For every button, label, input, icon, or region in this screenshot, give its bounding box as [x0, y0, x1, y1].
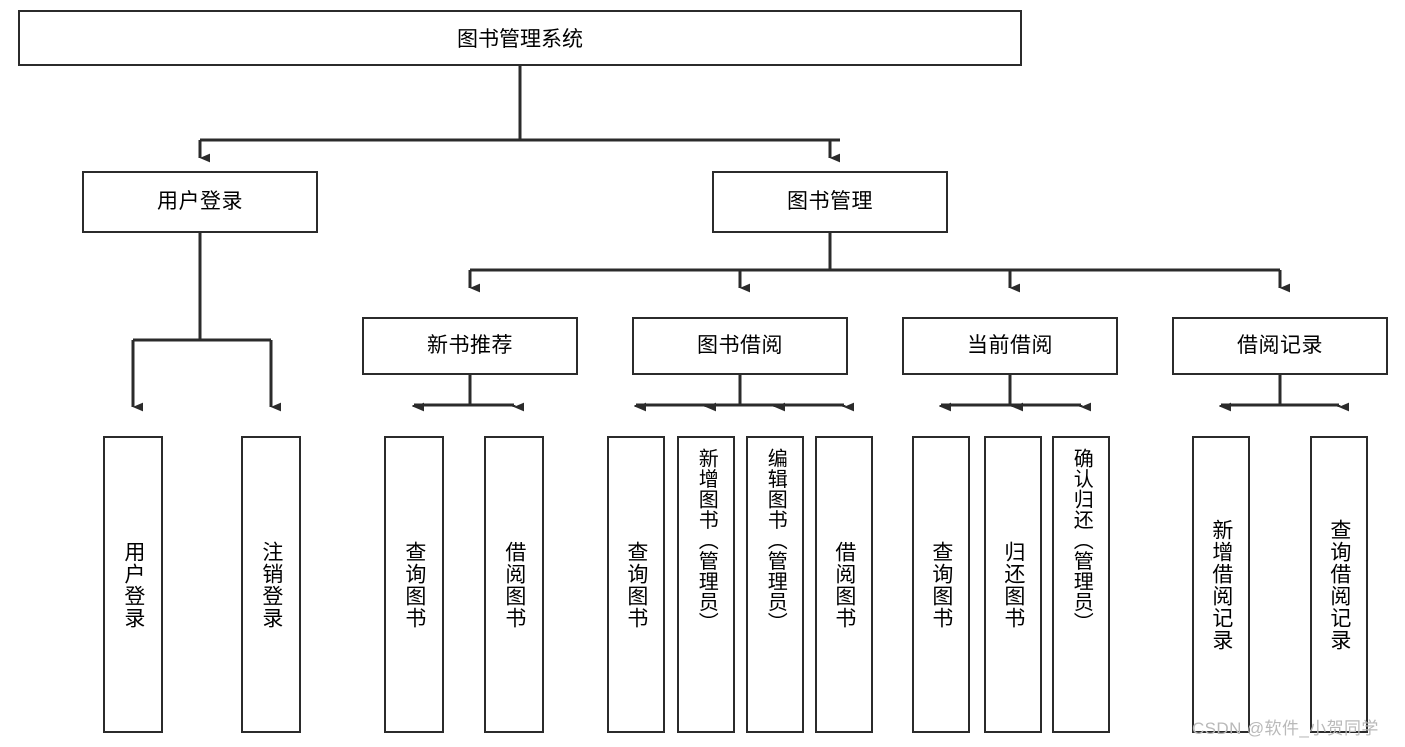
- node-leaf-query-record-label: 查询借阅记录: [1327, 518, 1351, 651]
- node-leaf-borrow-book-2[interactable]: 借阅图书: [815, 436, 873, 733]
- node-book-manage-label: 图书管理: [787, 190, 873, 214]
- node-leaf-query-record[interactable]: 查询借阅记录: [1310, 436, 1368, 733]
- node-leaf-query-book-1[interactable]: 查询图书: [384, 436, 444, 733]
- node-new-book-recommend[interactable]: 新书推荐: [362, 317, 578, 375]
- node-new-book-recommend-label: 新书推荐: [427, 334, 513, 358]
- node-borrow-record[interactable]: 借阅记录: [1172, 317, 1388, 375]
- node-leaf-logout[interactable]: 注销登录: [241, 436, 301, 733]
- node-leaf-query-book-2-label: 查询图书: [624, 540, 648, 629]
- node-leaf-borrow-book-2-label: 借阅图书: [832, 540, 856, 629]
- node-leaf-user-login[interactable]: 用户登录: [103, 436, 163, 733]
- watermark: CSDN @软件_小贺同学: [1192, 719, 1379, 738]
- node-book-manage[interactable]: 图书管理: [712, 171, 948, 233]
- node-leaf-return-book-label: 归还图书: [1001, 540, 1025, 629]
- node-book-borrow[interactable]: 图书借阅: [632, 317, 848, 375]
- node-leaf-edit-book-label: 编辑图书（管理员）: [764, 448, 787, 633]
- node-leaf-add-record-label: 新增借阅记录: [1209, 518, 1233, 651]
- node-root[interactable]: 图书管理系统: [18, 10, 1022, 66]
- node-leaf-query-book-2[interactable]: 查询图书: [607, 436, 665, 733]
- node-leaf-logout-label: 注销登录: [259, 540, 283, 629]
- node-leaf-query-book-3[interactable]: 查询图书: [912, 436, 970, 733]
- node-book-borrow-label: 图书借阅: [697, 334, 783, 358]
- node-user-login-label: 用户登录: [157, 190, 243, 214]
- node-root-label: 图书管理系统: [457, 28, 583, 51]
- node-leaf-confirm-return-label: 确认归还（管理员）: [1070, 448, 1093, 633]
- node-leaf-add-book[interactable]: 新增图书（管理员）: [677, 436, 735, 733]
- node-leaf-return-book[interactable]: 归还图书: [984, 436, 1042, 733]
- node-current-borrow-label: 当前借阅: [967, 334, 1053, 358]
- node-current-borrow[interactable]: 当前借阅: [902, 317, 1118, 375]
- node-leaf-borrow-book-1-label: 借阅图书: [502, 540, 526, 629]
- node-leaf-query-book-3-label: 查询图书: [929, 540, 953, 629]
- node-leaf-user-login-label: 用户登录: [121, 540, 145, 629]
- node-leaf-borrow-book-1[interactable]: 借阅图书: [484, 436, 544, 733]
- node-leaf-query-book-1-label: 查询图书: [402, 540, 426, 629]
- node-borrow-record-label: 借阅记录: [1237, 334, 1323, 358]
- node-leaf-confirm-return[interactable]: 确认归还（管理员）: [1052, 436, 1110, 733]
- node-leaf-edit-book[interactable]: 编辑图书（管理员）: [746, 436, 804, 733]
- node-leaf-add-book-label: 新增图书（管理员）: [695, 448, 718, 633]
- node-leaf-add-record[interactable]: 新增借阅记录: [1192, 436, 1250, 733]
- node-user-login[interactable]: 用户登录: [82, 171, 318, 233]
